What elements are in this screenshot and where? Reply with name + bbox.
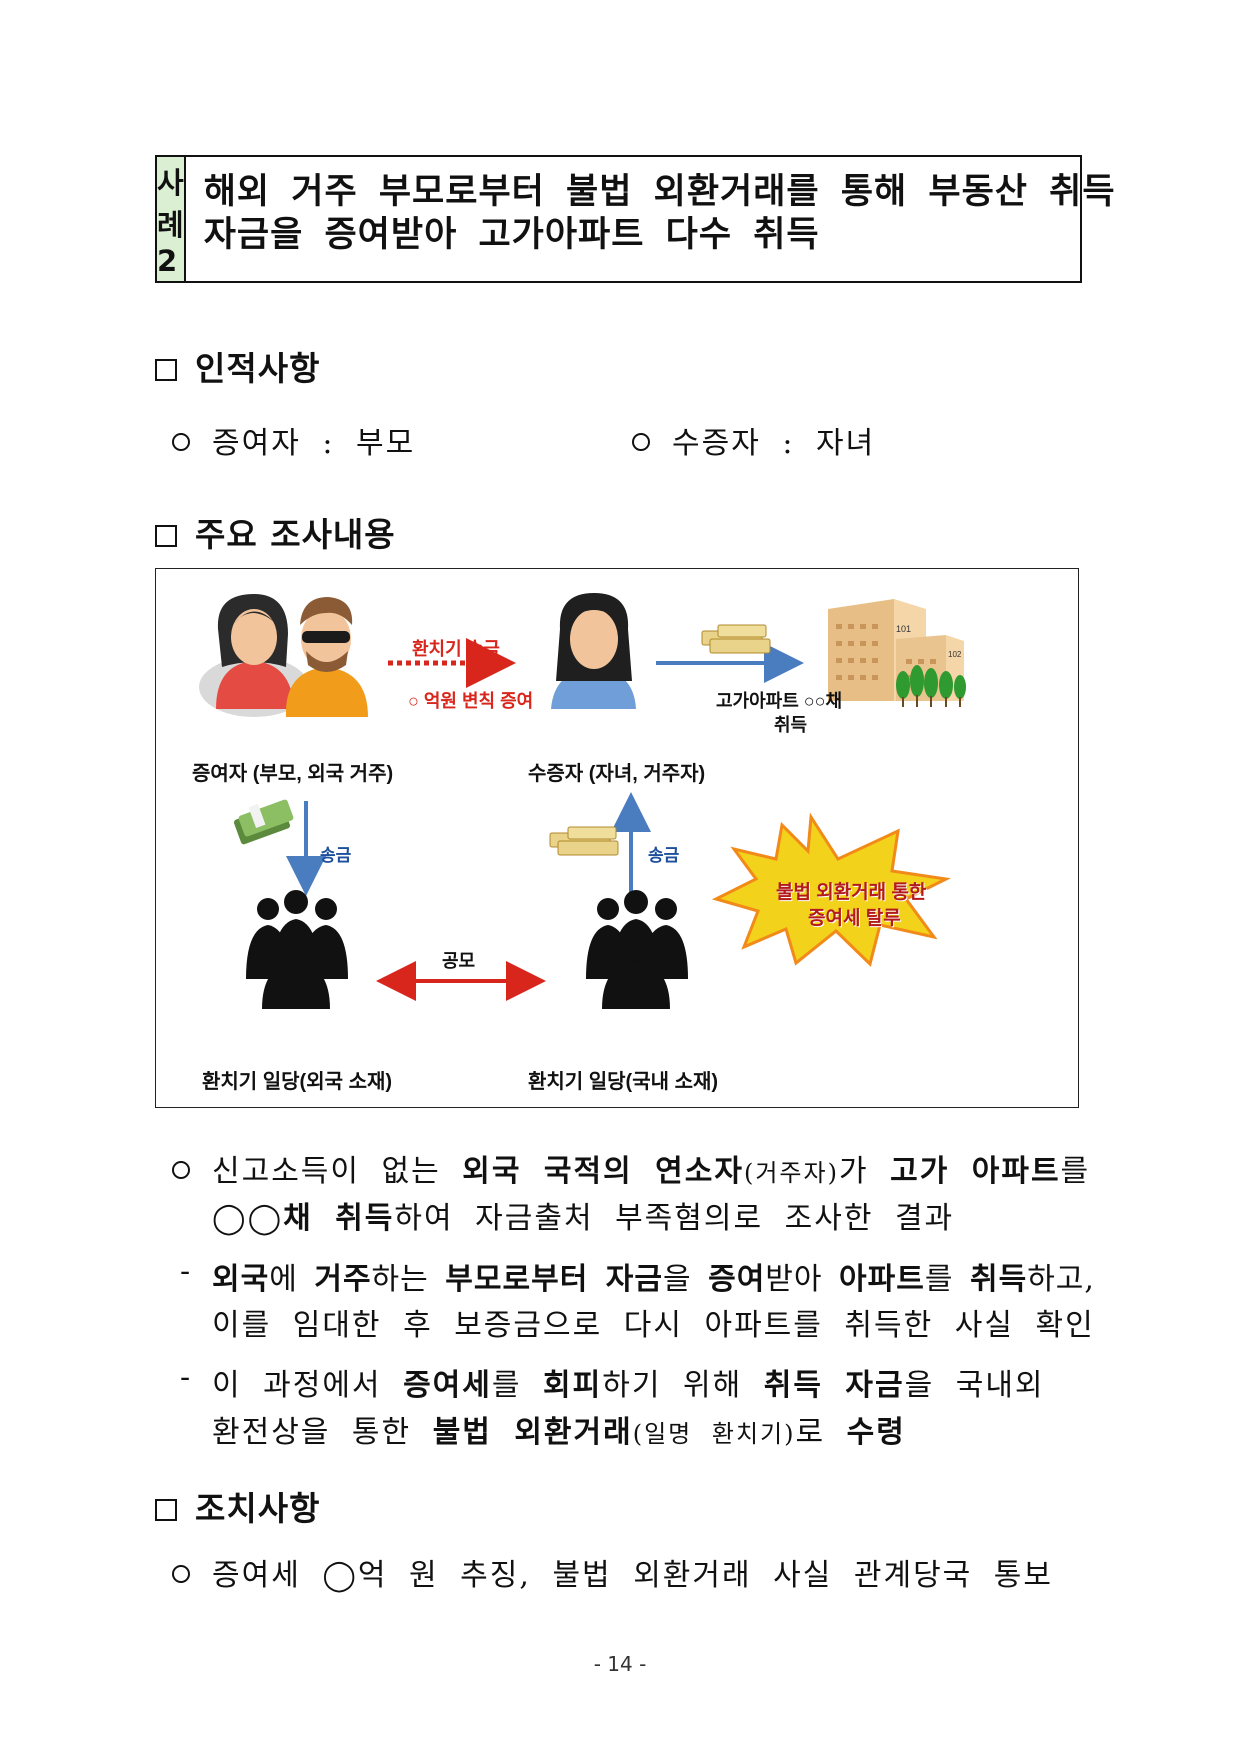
circle-bullet-icon [172, 1161, 190, 1179]
finding-text: 에 [269, 1262, 315, 1297]
finding-text: 를 [491, 1368, 544, 1403]
dash-bullet: - [180, 1254, 191, 1289]
finding-text: 하고, [1027, 1262, 1095, 1297]
purchase-label-line2: 취득 [774, 715, 808, 735]
cash-stack-icon [233, 799, 294, 845]
burst-text-line1: 불법 외환거래 통한 [776, 882, 927, 903]
finding-text: 를 [1060, 1154, 1091, 1189]
finding-emphasis: 아파트 [839, 1262, 925, 1297]
gold-bills-icon [701, 624, 771, 654]
dash-bullet: - [180, 1360, 191, 1395]
finding-text: 이 과정에서 [212, 1368, 404, 1403]
circle-bullet-icon [632, 433, 650, 451]
finding-text: 하여 자금출처 부족혐의로 조사한 결과 [394, 1201, 955, 1236]
building-102-label: 102 [948, 650, 962, 659]
burst-text-line2: 증여세 탈루 [808, 908, 901, 929]
case-title: 해외 거주 부모로부터 불법 외환거래를 통해 부동산 취득 자금을 증여받아 … [186, 157, 1128, 281]
apartment-buildings-icon: 101 102 [828, 599, 966, 707]
finding-emphasis: 취득 자금 [763, 1368, 905, 1403]
finding-2-line2: 이를 임대한 후 보증금으로 다시 아파트를 취득한 사실 확인 [212, 1308, 1095, 1343]
finding-text: 로 [795, 1415, 847, 1450]
finding-emphasis: 외국 [212, 1262, 270, 1297]
finding-2-line1: 외국에 거주하는 부모로부터 자금을 증여받아 아파트를 취득하고, [212, 1254, 1095, 1298]
finding-3-line1: 이 과정에서 증여세를 회피하기 위해 취득 자금을 국내외 [212, 1360, 1045, 1404]
ring-domestic-label: 환치기 일당(국내 소재) [528, 1071, 719, 1093]
checkbox-square-icon [155, 525, 177, 547]
recipient-text: 수증자 : 자녀 [672, 426, 876, 461]
scheme-diagram: 101 102 [155, 568, 1079, 1108]
case-header-box: 사례 2 해외 거주 부모로부터 불법 외환거래를 통해 부동산 취득 자금을 … [155, 155, 1115, 283]
exchange-ring-foreign-icon [246, 890, 348, 1009]
send-right-label: 송금 [648, 846, 680, 865]
finding-text: 받아 [765, 1262, 840, 1297]
measure-text: 증여세 ◯억 원 추징, 불법 외환거래 사실 관계당국 통보 [212, 1558, 1053, 1593]
checkbox-square-icon [155, 1499, 177, 1521]
finding-emphasis: ◯◯채 취득 [212, 1201, 395, 1236]
finding-text: 가 [838, 1154, 891, 1189]
finding-emphasis: 거주 [314, 1262, 372, 1297]
section-personal-heading: 인적사항 [155, 342, 320, 390]
donor-text: 증여자 : 부모 [212, 426, 416, 461]
finding-emphasis: 증여 [708, 1262, 766, 1297]
checkbox-square-icon [155, 359, 177, 381]
finding-text: 을 [662, 1262, 709, 1297]
finding-emphasis: 부모로부터 자금 [445, 1262, 663, 1297]
section-measures-label: 조치사항 [195, 1489, 321, 1528]
transfer-bottom-label: ○ 억원 변칙 증여 [408, 691, 534, 711]
purchase-label-line1: 고가아파트 ○○채 [716, 691, 843, 711]
diagram-graphics: 101 102 [199, 593, 966, 1009]
exchange-ring-domestic-icon [586, 890, 688, 1009]
circle-bullet-icon [172, 1565, 190, 1583]
finding-3-line2: 환전상을 통한 불법 외환거래(일명 환치기)로 수령 [212, 1407, 906, 1451]
finding-emphasis: 수령 [846, 1415, 906, 1450]
transfer-top-label: 환치기 송금 [412, 639, 500, 659]
recipient-girl-icon [551, 593, 636, 709]
gold-bills-icon [549, 826, 619, 856]
section-personal-label: 인적사항 [195, 349, 321, 388]
recipient-item: 수증자 : 자녀 [632, 418, 875, 462]
finding-text: 환전상을 통한 [212, 1415, 433, 1450]
case-title-line1: 해외 거주 부모로부터 불법 외환거래를 통해 부동산 취득 [203, 172, 1116, 212]
recipient-label: 수증자 (자녀, 거주자) [528, 763, 706, 785]
case-title-line2: 자금을 증여받아 고가아파트 다수 취득 [203, 215, 820, 255]
send-left-label: 송금 [320, 846, 352, 865]
page-number: - 14 - [593, 1652, 647, 1676]
finding-text: 하는 [371, 1262, 446, 1297]
section-investigation-heading: 주요 조사내용 [155, 508, 396, 556]
finding-emphasis: 외국 국적의 연소자 [462, 1154, 744, 1189]
finding-emphasis: 취득 [970, 1262, 1028, 1297]
circle-bullet-icon [172, 433, 190, 451]
finding-text: 신고소득이 없는 [212, 1154, 463, 1189]
collusion-label: 공모 [442, 951, 476, 971]
donor-item: 증여자 : 부모 [172, 418, 415, 462]
finding-small: (거주자) [743, 1159, 839, 1187]
finding-emphasis: 회피 [543, 1368, 603, 1403]
donor-couple-icon [199, 594, 368, 717]
finding-1-line2: ◯◯채 취득하여 자금출처 부족혐의로 조사한 결과 [212, 1193, 954, 1237]
case-label: 사례 2 [157, 157, 186, 281]
finding-emphasis: 불법 외환거래 [432, 1415, 633, 1450]
finding-emphasis: 증여세 [403, 1368, 492, 1403]
warning-burst-shape [711, 812, 951, 967]
section-investigation-label: 주요 조사내용 [195, 515, 396, 554]
finding-text: 을 국내외 [904, 1368, 1045, 1403]
finding-emphasis: 고가 아파트 [890, 1154, 1061, 1189]
section-measures-heading: 조치사항 [155, 1482, 320, 1530]
ring-foreign-label: 환치기 일당(외국 소재) [202, 1071, 393, 1093]
finding-text: 하기 위해 [602, 1368, 764, 1403]
finding-text: 를 [924, 1262, 970, 1297]
building-101-label: 101 [896, 624, 911, 634]
donor-label: 증여자 (부모, 외국 거주) [192, 763, 394, 785]
finding-1-line1: 신고소득이 없는 외국 국적의 연소자(거주자)가 고가 아파트를 [172, 1146, 1090, 1190]
finding-small: (일명 환치기) [632, 1420, 796, 1448]
measure-item: 증여세 ◯억 원 추징, 불법 외환거래 사실 관계당국 통보 [172, 1550, 1053, 1594]
